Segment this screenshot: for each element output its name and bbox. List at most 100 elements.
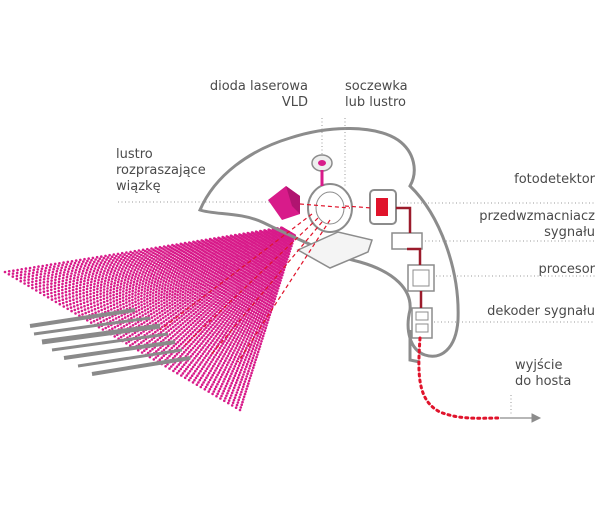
scan-dot xyxy=(154,330,157,334)
scan-dot xyxy=(219,375,223,379)
scan-dot xyxy=(102,263,106,266)
scan-dot xyxy=(141,251,145,255)
scan-dot xyxy=(113,335,116,338)
scan-dot xyxy=(229,365,232,369)
scan-dot xyxy=(75,287,78,291)
scan-dot xyxy=(192,275,195,278)
scan-dot xyxy=(255,337,258,340)
scan-dot xyxy=(234,312,238,315)
scan-dot xyxy=(228,296,232,300)
scan-dot xyxy=(209,291,213,295)
scan-dot xyxy=(119,257,123,261)
scan-dot xyxy=(80,275,83,278)
scan-dot xyxy=(78,267,82,271)
scan-dot xyxy=(99,298,102,302)
scan-dot xyxy=(193,319,197,323)
scan-dot xyxy=(122,306,125,309)
scan-dot xyxy=(183,338,187,342)
scan-dot xyxy=(66,273,69,276)
scan-dot xyxy=(158,267,161,271)
scan-dot xyxy=(76,307,80,310)
scan-dot xyxy=(145,269,149,273)
barcode-bar xyxy=(33,316,151,336)
scan-dot xyxy=(84,262,88,265)
leader-lines xyxy=(118,118,595,414)
scan-dot xyxy=(164,327,167,331)
scan-dot xyxy=(31,286,34,290)
scan-dot xyxy=(191,346,195,350)
scan-dot xyxy=(222,289,226,293)
scan-dot xyxy=(214,385,218,389)
scan-dot xyxy=(89,268,93,271)
scan-dot xyxy=(258,335,262,339)
scan-dot xyxy=(252,307,255,310)
scan-dot xyxy=(61,285,64,289)
scan-dot xyxy=(205,304,209,308)
scan-dot xyxy=(167,338,171,342)
scan-dot xyxy=(223,318,226,321)
scan-dot xyxy=(116,305,119,309)
scan-dot xyxy=(87,310,91,314)
lens-label: soczewka lub lustro xyxy=(345,79,408,110)
scan-dot xyxy=(70,272,73,275)
scan-dot xyxy=(172,313,175,316)
scan-dot xyxy=(68,296,72,299)
scan-dot xyxy=(156,257,159,260)
scan-dot xyxy=(170,331,174,334)
scan-dot xyxy=(158,261,162,265)
scan-dot xyxy=(19,276,23,280)
scan-dot xyxy=(178,279,182,283)
scan-dot xyxy=(155,309,158,313)
scan-dot xyxy=(222,311,225,314)
scan-dot xyxy=(177,285,180,288)
scan-dot xyxy=(221,373,224,376)
scan-dot xyxy=(226,289,230,292)
scan-dot xyxy=(176,265,179,269)
scan-dot xyxy=(131,295,134,299)
scan-dot xyxy=(167,316,170,320)
scan-dot xyxy=(196,302,199,306)
scan-dot xyxy=(158,274,162,277)
scan-dot xyxy=(97,275,101,279)
scan-dot xyxy=(171,297,174,300)
scan-dot xyxy=(145,319,149,323)
scan-dot xyxy=(199,376,203,380)
scan-dot xyxy=(232,358,236,361)
scan-dot xyxy=(193,297,197,301)
scan-dot xyxy=(165,253,169,256)
scan-dot xyxy=(27,284,30,288)
scan-dot xyxy=(125,298,128,301)
scan-dot xyxy=(244,368,247,371)
scan-dot xyxy=(133,262,137,266)
scan-dot xyxy=(165,265,168,269)
scan-dot xyxy=(174,286,178,290)
scan-dot xyxy=(76,303,79,307)
scan-dot xyxy=(53,262,57,266)
scan-dot xyxy=(279,279,282,282)
scan-dot xyxy=(230,291,234,294)
scan-dot xyxy=(103,269,106,273)
scan-dot xyxy=(209,347,213,351)
scan-dot xyxy=(234,406,238,410)
scan-dot xyxy=(31,283,34,287)
scan-dot xyxy=(198,291,202,294)
scan-dot xyxy=(227,305,230,308)
laser-diode-label: dioda laserowa VLD xyxy=(209,79,308,110)
scan-dot xyxy=(150,312,153,316)
signal-wire xyxy=(396,206,423,308)
scan-dot xyxy=(150,316,154,319)
scan-dot xyxy=(102,300,106,304)
scan-dot xyxy=(235,337,238,341)
scan-dot xyxy=(140,307,144,310)
scan-dot xyxy=(83,264,87,268)
scan-dot xyxy=(108,266,111,269)
scan-dot xyxy=(169,327,173,331)
scan-dot xyxy=(258,345,262,348)
scan-dot xyxy=(209,313,212,316)
scan-dot xyxy=(120,326,123,330)
scan-dot xyxy=(193,328,197,332)
scan-dot xyxy=(70,309,73,313)
scan-dot xyxy=(82,285,86,289)
scan-dot xyxy=(58,277,61,281)
scan-dot xyxy=(83,277,87,280)
